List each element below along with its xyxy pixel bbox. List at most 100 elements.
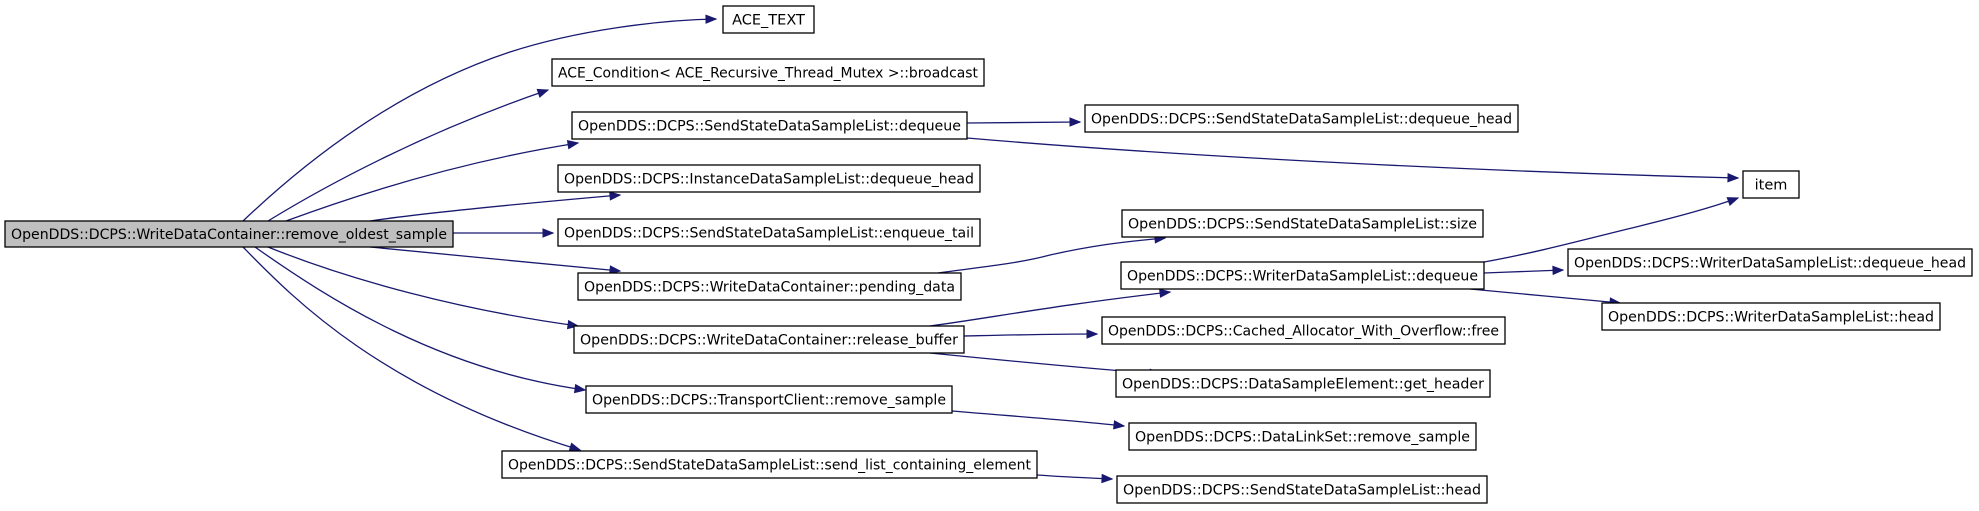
edge-line <box>1036 474 1113 480</box>
node-label: OpenDDS::DCPS::SendStateDataSampleList::… <box>1091 112 1512 128</box>
edge-root-to-pending-data <box>369 246 622 275</box>
nodes-layer: OpenDDS::DCPS::WriteDataContainer::remov… <box>4 5 1973 504</box>
node-root[interactable]: OpenDDS::DCPS::WriteDataContainer::remov… <box>4 220 454 248</box>
node-box <box>1601 302 1941 331</box>
node-box <box>1121 209 1484 238</box>
node-send-list[interactable]: OpenDDS::DCPS::SendStateDataSampleList::… <box>501 450 1038 479</box>
node-box <box>557 164 981 193</box>
node-ss-head[interactable]: OpenDDS::DCPS::SendStateDataSampleList::… <box>1116 475 1488 504</box>
node-dls-remove-sample[interactable]: OpenDDS::DCPS::DataLinkSet::remove_sampl… <box>1128 422 1477 451</box>
edge-line <box>242 18 717 222</box>
node-box <box>1101 316 1506 345</box>
node-box <box>1084 104 1519 133</box>
node-label: OpenDDS::DCPS::WriteDataContainer::pendi… <box>584 280 955 296</box>
arrowhead-icon <box>1727 172 1740 183</box>
edge-line <box>1483 197 1739 263</box>
node-release-buffer[interactable]: OpenDDS::DCPS::WriteDataContainer::relea… <box>573 325 965 354</box>
edge-root-to-ss-enqueue-tail <box>453 228 555 238</box>
edge-line <box>285 142 579 222</box>
node-box <box>1120 261 1485 290</box>
node-cached-free[interactable]: OpenDDS::DCPS::Cached_Allocator_With_Ove… <box>1101 316 1506 345</box>
node-wd-dequeue-head[interactable]: OpenDDS::DCPS::WriterDataSampleList::deq… <box>1567 248 1973 277</box>
node-box <box>1742 170 1800 199</box>
edge-line <box>963 333 1098 337</box>
node-ace-text[interactable]: ACE_TEXT <box>722 5 815 34</box>
edge-line <box>267 246 579 327</box>
node-get-header[interactable]: OpenDDS::DCPS::DataSampleElement::get_he… <box>1115 369 1491 398</box>
edge-line <box>966 137 1739 179</box>
node-box <box>4 220 454 248</box>
edge-root-to-tc-remove-sample <box>254 246 587 394</box>
arrowhead-icon <box>1101 473 1114 484</box>
node-box <box>722 5 815 34</box>
edge-root-to-inst-dequeue-head <box>369 191 622 222</box>
node-label: ACE_TEXT <box>732 13 805 29</box>
node-label: OpenDDS::DCPS::SendStateDataSampleList::… <box>508 458 1031 474</box>
node-box <box>577 272 962 301</box>
node-box <box>551 58 985 87</box>
node-pending-data[interactable]: OpenDDS::DCPS::WriteDataContainer::pendi… <box>577 272 962 301</box>
node-label: OpenDDS::DCPS::SendStateDataSampleList::… <box>578 119 961 135</box>
node-wd-head[interactable]: OpenDDS::DCPS::WriterDataSampleList::hea… <box>1601 302 1941 331</box>
edge-root-to-ace-text <box>242 14 718 222</box>
node-inst-dequeue-head[interactable]: OpenDDS::DCPS::InstanceDataSampleList::d… <box>557 164 981 193</box>
edge-line <box>254 246 586 391</box>
node-item[interactable]: item <box>1742 170 1800 199</box>
edge-send-list-to-ss-head <box>1036 473 1114 484</box>
edge-line <box>242 246 581 451</box>
node-label: OpenDDS::DCPS::SendStateDataSampleList::… <box>564 226 974 242</box>
node-box <box>585 385 953 414</box>
node-label: OpenDDS::DCPS::WriteDataContainer::relea… <box>580 333 958 349</box>
edge-root-to-broadcast <box>267 88 550 222</box>
node-label: OpenDDS::DCPS::SendStateDataSampleList::… <box>1128 217 1477 233</box>
node-label: OpenDDS::DCPS::InstanceDataSampleList::d… <box>564 172 974 188</box>
node-box <box>501 450 1038 479</box>
arrowhead-icon <box>536 88 550 98</box>
node-broadcast[interactable]: ACE_Condition< ACE_Recursive_Thread_Mute… <box>551 58 985 87</box>
edge-line <box>929 291 1171 327</box>
node-box <box>557 218 981 247</box>
edge-wd-dequeue-to-wd-head <box>1469 288 1622 307</box>
edge-line <box>267 89 549 222</box>
node-ss-dequeue-head[interactable]: OpenDDS::DCPS::SendStateDataSampleList::… <box>1084 104 1519 133</box>
node-box <box>573 325 965 354</box>
node-box <box>571 111 968 140</box>
arrowhead-icon <box>573 383 587 394</box>
node-ss-size[interactable]: OpenDDS::DCPS::SendStateDataSampleList::… <box>1121 209 1484 238</box>
node-box <box>1115 369 1491 398</box>
node-ss-enqueue-tail[interactable]: OpenDDS::DCPS::SendStateDataSampleList::… <box>557 218 981 247</box>
edge-release-buffer-to-cached-free <box>963 329 1099 339</box>
node-label: item <box>1755 178 1788 194</box>
node-label: OpenDDS::DCPS::TransportClient::remove_s… <box>592 393 946 409</box>
arrowhead-icon <box>1086 329 1099 339</box>
node-box <box>1567 248 1973 277</box>
arrowhead-icon <box>1113 420 1126 430</box>
node-label: OpenDDS::DCPS::DataSampleElement::get_he… <box>1122 377 1484 393</box>
node-label: OpenDDS::DCPS::WriterDataSampleList::deq… <box>1127 269 1478 285</box>
node-label: OpenDDS::DCPS::WriterDataSampleList::deq… <box>1574 256 1966 272</box>
node-label: OpenDDS::DCPS::Cached_Allocator_With_Ove… <box>1108 324 1499 340</box>
edge-wd-dequeue-to-item <box>1483 197 1740 263</box>
node-label: OpenDDS::DCPS::DataLinkSet::remove_sampl… <box>1135 430 1470 446</box>
edge-root-to-ss-dequeue <box>285 139 580 222</box>
node-tc-remove-sample[interactable]: OpenDDS::DCPS::TransportClient::remove_s… <box>585 385 953 414</box>
node-wd-dequeue[interactable]: OpenDDS::DCPS::WriterDataSampleList::deq… <box>1120 261 1485 290</box>
arrowhead-icon <box>1552 265 1565 276</box>
edge-ss-dequeue-to-ss-dequeue-head <box>966 117 1082 127</box>
arrowhead-icon <box>542 228 555 238</box>
node-label: OpenDDS::DCPS::WriteDataContainer::remov… <box>11 227 447 243</box>
edge-line <box>937 237 1166 274</box>
node-label: OpenDDS::DCPS::WriterDataSampleList::hea… <box>1608 310 1934 326</box>
edge-line <box>1483 269 1564 274</box>
arrowhead-icon <box>609 191 622 201</box>
edge-root-to-release-buffer <box>267 246 580 330</box>
node-box <box>1116 475 1488 504</box>
node-box <box>1128 422 1477 451</box>
node-ss-dequeue[interactable]: OpenDDS::DCPS::SendStateDataSampleList::… <box>571 111 968 140</box>
arrowhead-icon <box>705 14 718 24</box>
arrowhead-icon <box>1159 288 1172 298</box>
node-label: OpenDDS::DCPS::SendStateDataSampleList::… <box>1123 483 1481 499</box>
edge-release-buffer-to-wd-dequeue <box>929 288 1172 327</box>
arrowhead-icon <box>1726 197 1740 206</box>
edge-wd-dequeue-to-wd-dequeue-head <box>1483 265 1565 276</box>
